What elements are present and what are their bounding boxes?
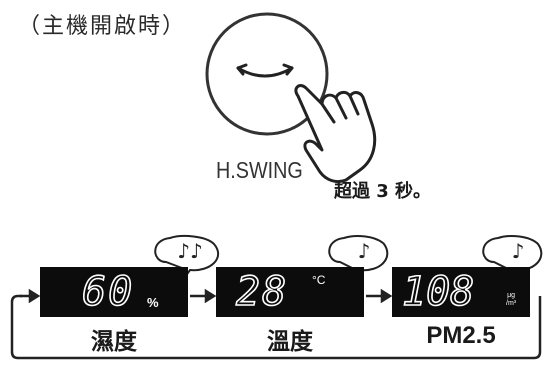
arrow-right-icon [20,288,393,304]
swing-button-circle[interactable] [205,12,329,136]
pm25-unit: μg /m³ [506,292,516,308]
hand-press-icon [294,84,377,184]
loop-arrow-icon [10,294,542,360]
humidity-display: 60 % [40,267,188,317]
beep-notes: ♪ [511,239,525,263]
press-duration-instruction: 超過 3 秒。 [334,181,432,202]
humidity-label: 濕度 [91,329,137,355]
pm25-unit-bottom: /m³ [506,300,517,307]
temperature-display: 28 °C [216,267,364,317]
pm25-display: 108 μg /m³ [392,267,530,317]
pm25-unit-top: μg [507,292,516,299]
temperature-value: 28 [235,269,289,315]
humidity-value: 60 [81,269,135,315]
pm25-value: 108 [401,269,475,315]
swing-arrows-icon [236,63,294,78]
condition-text: （主機開啟時） [18,14,187,39]
temperature-label: 溫度 [267,329,313,355]
temperature-unit: °C [312,273,326,287]
pm25-label: PM2.5 [426,322,496,349]
swing-button-label: H.SWING [216,157,303,183]
beep-notes: ♪♪ [177,239,203,263]
beep-notes: ♪ [357,239,371,263]
speech-bubble-icon [154,235,543,285]
humidity-unit: % [147,295,159,310]
